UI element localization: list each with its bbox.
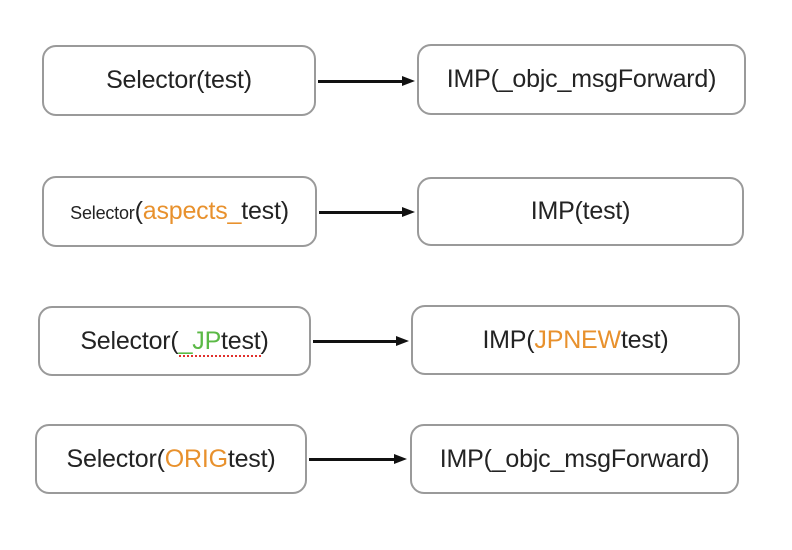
paren-close-text: )	[260, 326, 269, 355]
flow-arrow-row1	[318, 79, 403, 83]
paren-text: (	[134, 197, 143, 225]
imp-tail-text: test)	[620, 325, 669, 354]
selector-box-row2: Selector(aspects_test)	[42, 176, 317, 247]
selector-text: Selector	[70, 203, 135, 223]
selector-tail-text: test)	[227, 444, 276, 473]
flow-arrow-row3	[313, 339, 397, 343]
selector-box-row4: Selector(ORIGtest)	[35, 424, 307, 494]
selector-label: Selector(aspects_test)	[70, 197, 289, 226]
selector-text: Selector(	[66, 444, 165, 473]
imp-text: IMP(	[482, 325, 535, 354]
imp-text: IMP(test)	[530, 197, 631, 225]
imp-box-row4: IMP(_objc_msgForward)	[410, 424, 739, 494]
jpnew-highlight-text: JPNEW	[534, 325, 621, 354]
aspects-highlight-text: aspects_	[142, 197, 242, 225]
imp-label: IMP(test)	[531, 197, 631, 226]
spellcheck-underline: _JPtest	[178, 326, 261, 357]
imp-text: IMP(_objc_msgForward)	[446, 65, 717, 93]
imp-label: IMP(_objc_msgForward)	[439, 444, 710, 474]
orig-highlight-text: ORIG	[164, 444, 228, 473]
selector-label: Selector(ORIGtest)	[67, 445, 276, 474]
selector-text: Selector(	[80, 326, 179, 355]
selector-label: Selector(test)	[106, 66, 252, 95]
imp-label: IMP(_objc_msgForward)	[446, 65, 717, 94]
imp-box-row3: IMP(JPNEWtest)	[411, 305, 740, 375]
selector-box-row3: Selector(_JPtest)	[38, 306, 311, 376]
selector-tail-text: test)	[241, 197, 289, 225]
flow-arrow-row2	[319, 210, 403, 214]
selector-label: Selector(_JPtest)	[80, 326, 269, 357]
imp-text: IMP(_objc_msgForward)	[439, 444, 710, 473]
flow-arrow-row4	[309, 457, 395, 461]
imp-label: IMP(JPNEWtest)	[482, 326, 668, 355]
selector-text: Selector(test)	[106, 66, 252, 94]
imp-box-row1: IMP(_objc_msgForward)	[417, 44, 746, 115]
selector-box-row1: Selector(test)	[42, 45, 316, 116]
imp-box-row2: IMP(test)	[417, 177, 744, 246]
selector-mid-text: test	[221, 326, 261, 355]
jp-prefix-text: _JP	[178, 326, 222, 355]
